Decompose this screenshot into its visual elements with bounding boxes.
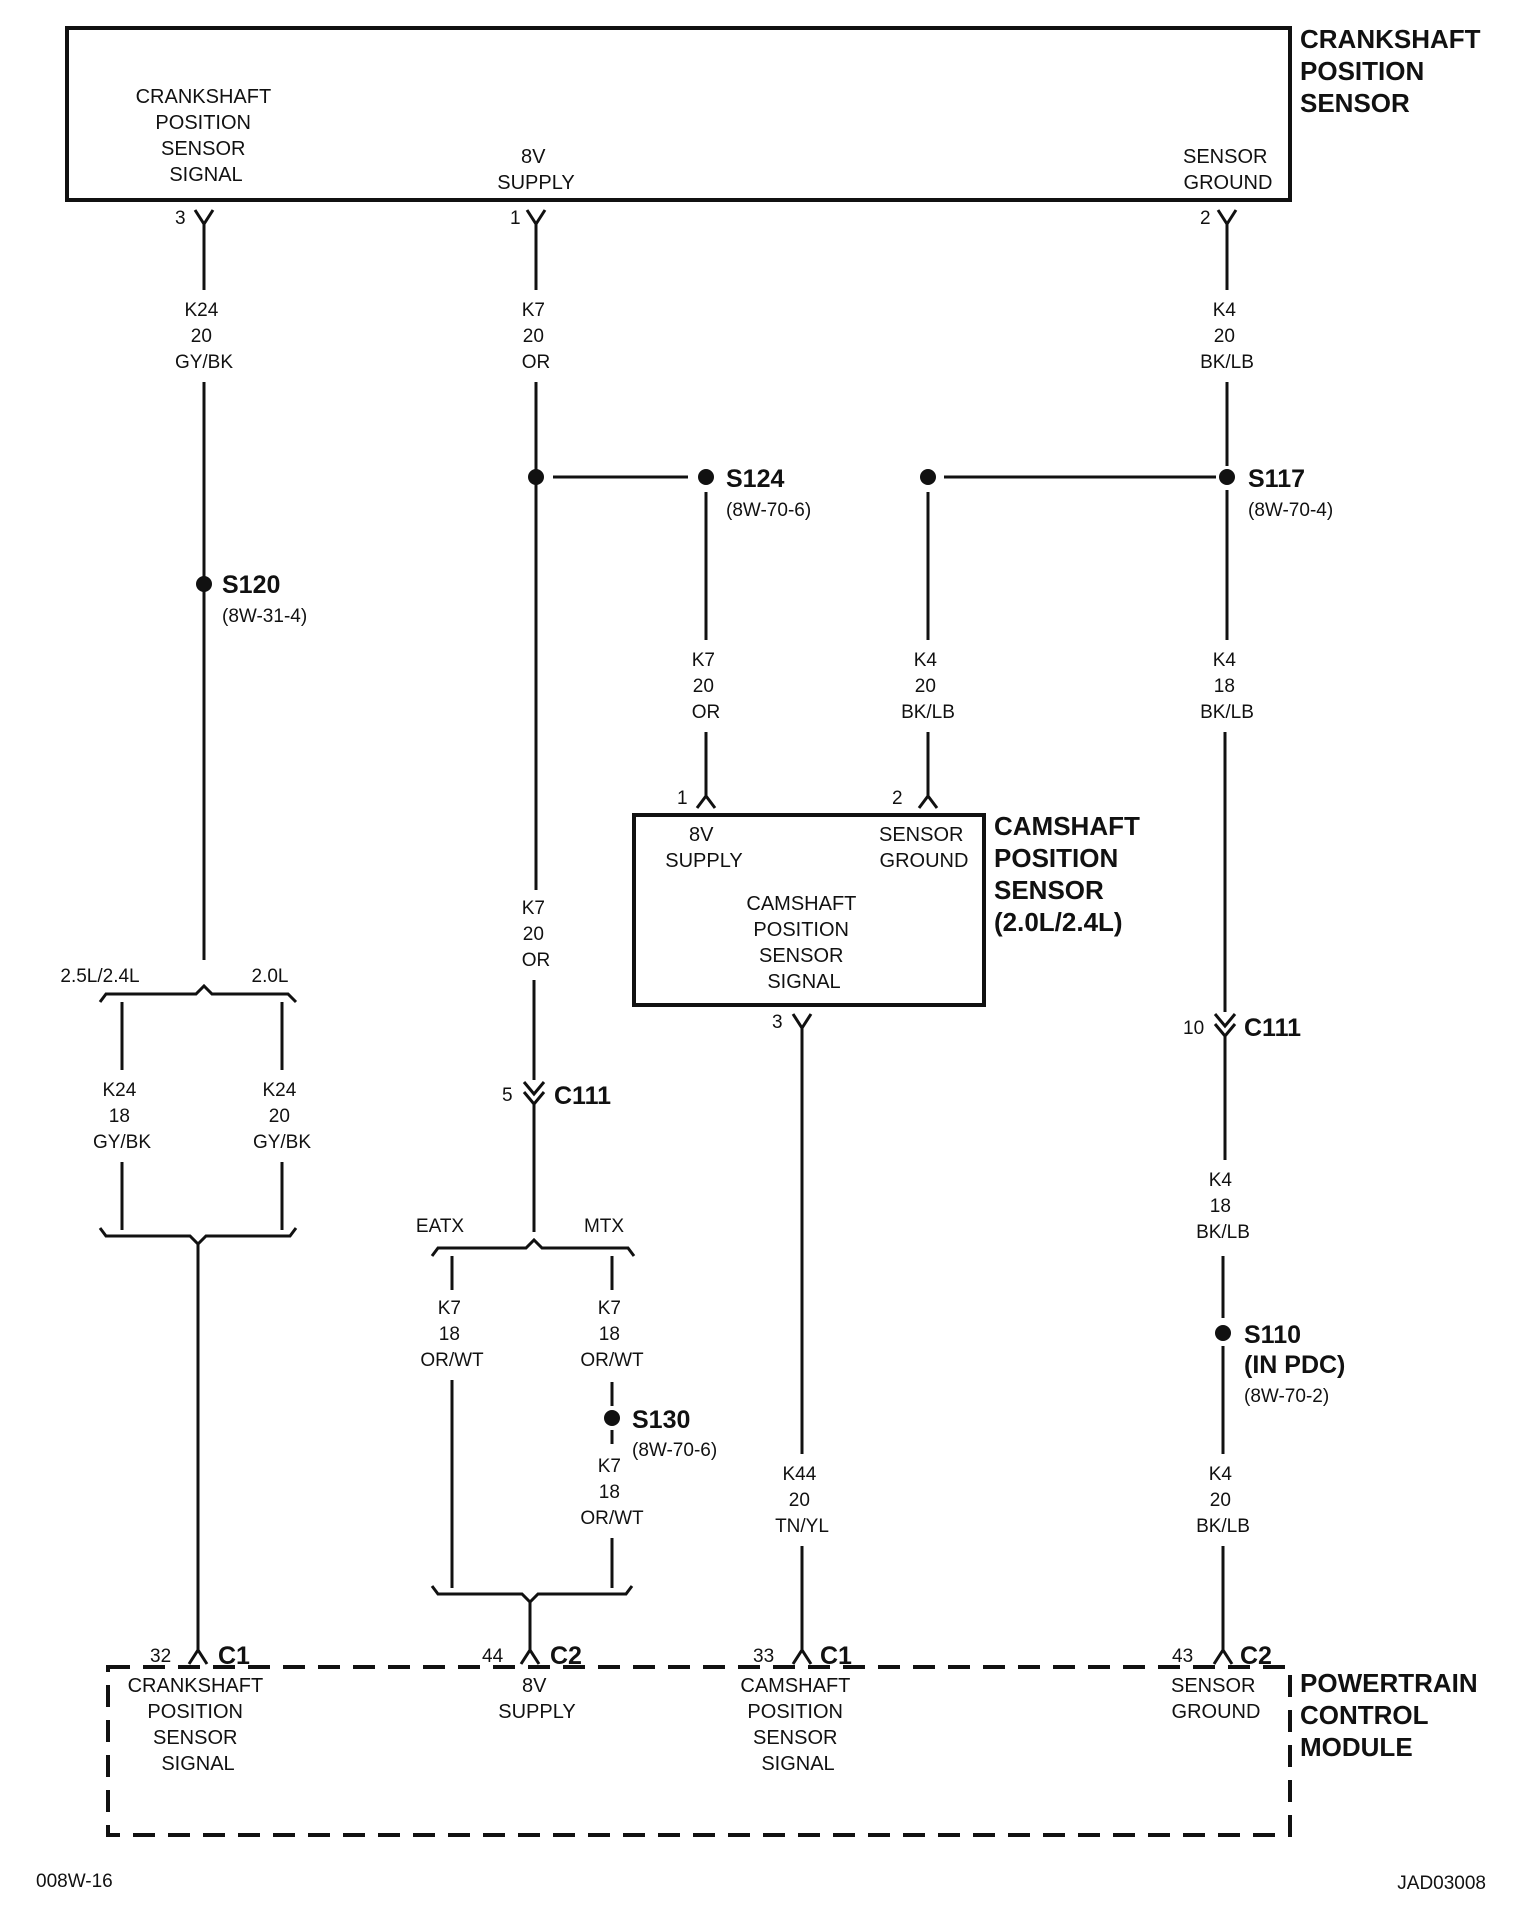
ckp-pin-1-symbol (525, 209, 547, 227)
trans-option-b: MTX (584, 1216, 624, 1237)
ckp-supply-label: 8V SUPPLY (497, 146, 574, 194)
engine-option-b: 2.0L (252, 966, 289, 987)
splice-s120-name: S120 (222, 571, 280, 599)
splice-s117-dot (1219, 469, 1235, 485)
pcm-c2-43-symbol (1212, 1647, 1234, 1665)
splice-s124-name: S124 (726, 465, 784, 493)
cmp-pin-1: 1 (677, 788, 688, 809)
splice-s130-ref: (8W-70-6) (632, 1440, 717, 1461)
k7-top-label: K7 20 OR (522, 300, 551, 373)
splice-s110-ref: (8W-70-2) (1244, 1386, 1329, 1407)
crankshaft-sensor-title: CRANKSHAFT POSITION SENSOR (1300, 24, 1488, 118)
c111-k4-symbol (1213, 1013, 1237, 1039)
ckp-signal-label: CRANKSHAFT POSITION SENSOR SIGNAL (136, 86, 277, 186)
splice-s110-dot (1215, 1325, 1231, 1341)
engine-variant-brace-bottom (98, 1227, 298, 1247)
trans-option-a: EATX (416, 1216, 465, 1237)
splice-s120-ref: (8W-31-4) (222, 606, 307, 627)
k24-right-label: K24 20 GY/BK (253, 1080, 311, 1153)
ckp-pin-2-symbol (1216, 209, 1238, 227)
ckp-pin-3: 3 (175, 208, 186, 229)
footer-left-code: 008W-16 (36, 1871, 113, 1892)
c111-k4-name: C111 (1244, 1014, 1301, 1042)
pcm-supply-label: 8V SUPPLY (498, 1675, 575, 1723)
c111-k7-symbol (522, 1081, 546, 1107)
trans-variant-brace-bottom (430, 1585, 634, 1605)
engine-variant-brace-top (98, 983, 298, 1004)
cmp-ground-label: SENSOR GROUND (879, 824, 969, 872)
cmp-signal-label: CAMSHAFT POSITION SENSOR SIGNAL (746, 893, 861, 993)
splice-s130-dot (604, 1410, 620, 1426)
k7-eatx-label: K7 18 OR/WT (420, 1298, 484, 1371)
k4-top-label: K4 20 BK/LB (1200, 300, 1254, 373)
splice-s120-dot (196, 576, 212, 592)
splice-s130-name: S130 (632, 1406, 690, 1434)
pcm-c1-33-symbol (791, 1647, 813, 1665)
crankshaft-sensor-box (65, 26, 1292, 202)
pcm-title: POWERTRAIN CONTROL MODULE (1300, 1668, 1485, 1762)
splice-s110-name: S110 (1244, 1321, 1301, 1349)
cmp-pin-2: 2 (892, 788, 903, 809)
ckp-pin-3-symbol (193, 209, 215, 227)
k24-left-label: K24 18 GY/BK (93, 1080, 151, 1153)
c111-k7-pin: 5 (502, 1085, 513, 1106)
pcm-ground-label: SENSOR GROUND (1171, 1675, 1261, 1723)
k4-cam-label: K4 20 BK/LB (901, 650, 955, 723)
camshaft-sensor-box (632, 813, 986, 1007)
k7-mtx-label: K7 18 OR/WT (580, 1298, 644, 1371)
pcm-pin-44: 44 (482, 1646, 504, 1667)
cmp-pin-2-symbol (917, 793, 939, 809)
camshaft-sensor-title: CAMSHAFT POSITION SENSOR (2.0L/2.4L) (994, 811, 1147, 937)
pcm-cam-label: CAMSHAFT POSITION SENSOR SIGNAL (740, 1675, 855, 1775)
pcm-pin-32: 32 (150, 1646, 171, 1667)
pcm-box (106, 1665, 1292, 1837)
cmp-supply-label: 8V SUPPLY (665, 824, 742, 872)
cmp-pin-1-symbol (695, 793, 717, 809)
trans-variant-brace-top (430, 1237, 636, 1257)
k4-right-label: K4 18 BK/LB (1200, 650, 1254, 723)
k4-junction-dot (920, 469, 936, 485)
k4-mid-label: K4 18 BK/LB (1196, 1170, 1250, 1243)
pcm-pin-43: 43 (1172, 1646, 1193, 1667)
splice-s110-sub: (IN PDC) (1244, 1351, 1345, 1379)
pcm-crank-label: CRANKSHAFT POSITION SENSOR SIGNAL (128, 1675, 269, 1775)
k7-junction-dot (528, 469, 544, 485)
engine-option-a: 2.5L/2.4L (60, 966, 139, 987)
footer-right-code: JAD03008 (1397, 1873, 1486, 1894)
c111-k7-name: C111 (554, 1082, 611, 1110)
splice-s124-dot (698, 469, 714, 485)
pcm-pin-33: 33 (753, 1646, 774, 1667)
c111-k4-pin: 10 (1183, 1018, 1204, 1039)
k7-mid-label: K7 20 OR (522, 898, 551, 971)
k24-top-label: K24 20 GY/BK (175, 300, 233, 373)
k7-s130-label: K7 18 OR/WT (580, 1456, 644, 1529)
k7-cam-label: K7 20 OR (692, 650, 721, 723)
cmp-pin-3: 3 (772, 1012, 783, 1033)
splice-s117-name: S117 (1248, 465, 1305, 493)
pcm-c2-44-symbol (519, 1647, 541, 1665)
splice-s117-ref: (8W-70-4) (1248, 500, 1333, 521)
splice-s124-ref: (8W-70-6) (726, 500, 811, 521)
ckp-pin-2: 2 (1200, 208, 1211, 229)
k44-label: K44 20 TN/YL (775, 1464, 829, 1537)
ckp-ground-label: SENSOR GROUND (1183, 146, 1273, 194)
ckp-pin-1: 1 (510, 208, 521, 229)
k4-bot-label: K4 20 BK/LB (1196, 1464, 1250, 1537)
cmp-pin-3-symbol (791, 1013, 813, 1031)
pcm-c1-32-symbol (187, 1647, 209, 1665)
